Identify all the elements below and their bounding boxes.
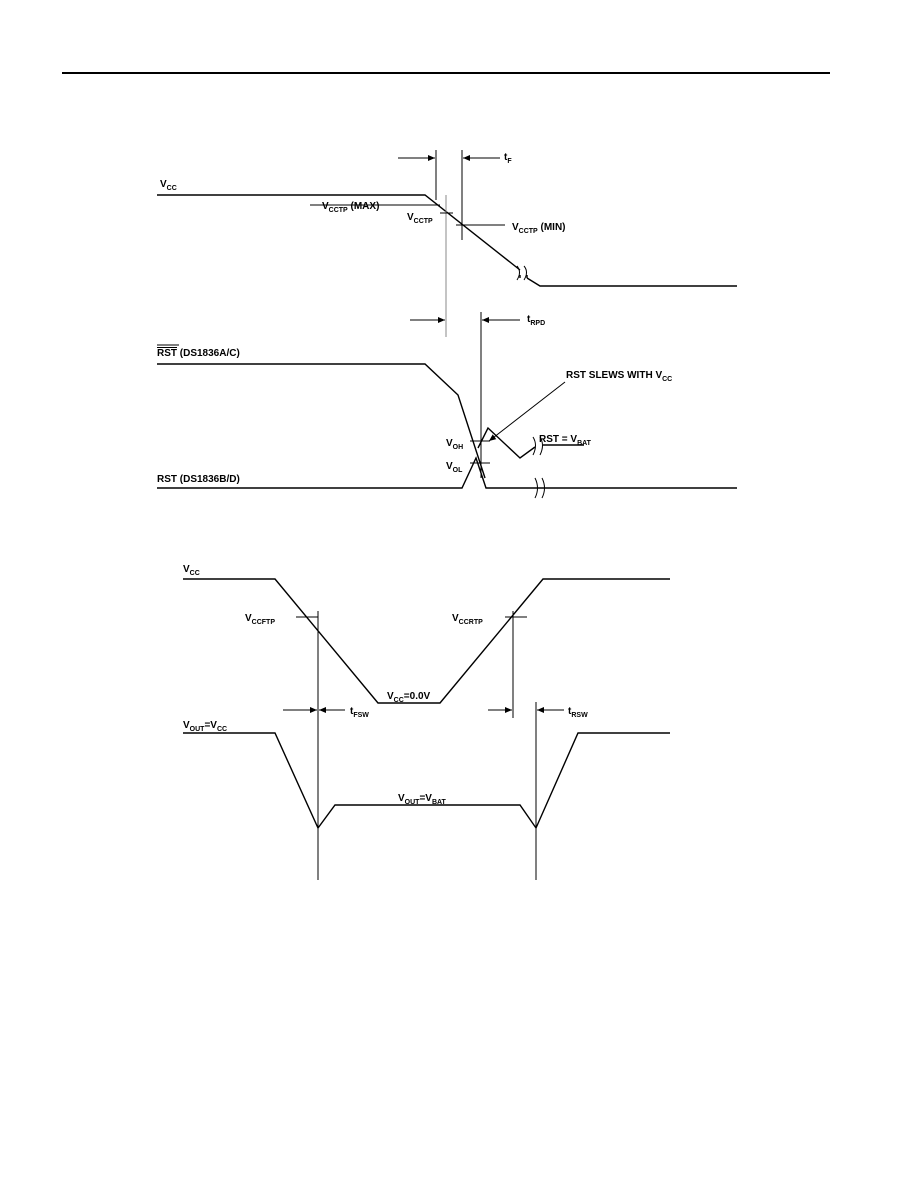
vol-label: VOL <box>446 461 463 474</box>
vcc-waveform <box>157 194 521 271</box>
rst-break-symbol <box>534 477 545 499</box>
battery-switchover-timing-diagram: VCC VCCFTP VCCRTP VCC=0.0V tFSW tRSW VOU… <box>183 564 670 880</box>
rst-bar-label: RST (DS1836A/C) <box>157 348 240 359</box>
vccrtp-label: VCCRTP <box>452 613 483 626</box>
vcc-break-symbol <box>516 265 527 281</box>
vcc-break-mark <box>519 275 528 278</box>
trpd-label: tRPD <box>527 314 545 327</box>
rst-label: RST (DS1836B/D) <box>157 474 240 485</box>
vcctp-min-label: VCCTP (MIN) <box>512 222 566 235</box>
vout-waveform <box>183 732 670 830</box>
vcctp-label: VCCTP <box>407 212 433 225</box>
rst-bar-break-symbol <box>532 436 543 456</box>
vout-vcc-label: VOUT=VCC <box>183 720 227 733</box>
rst-waveform <box>157 456 737 489</box>
rst-slews-arrow <box>488 381 566 442</box>
rst-slews-label: RST SLEWS WITH VCC <box>566 370 672 383</box>
voh-label: VOH <box>446 438 463 451</box>
vcc-switchover-waveform <box>183 578 670 704</box>
tf-label: tF <box>504 152 512 165</box>
vcc-switchover-label: VCC <box>183 564 200 577</box>
rst-slew-waveform <box>477 426 536 459</box>
vcctp-max-label: VCCTP (MAX) <box>322 201 379 214</box>
vccftp-label: VCCFTP <box>245 613 275 626</box>
vout-vbat-label: VOUT=VBAT <box>398 793 447 806</box>
power-down-timing-diagram: VCC VCCTP (MAX) VCCTP VCCTP (MIN) tF tRP… <box>157 150 737 499</box>
vcc-label: VCC <box>160 179 177 192</box>
rst-vbat-label: RST = VBAT <box>539 434 592 447</box>
trsw-label: tRSW <box>568 706 588 719</box>
vcc-zero-label: VCC=0.0V <box>387 691 431 704</box>
vcc-waveform-tail <box>526 277 737 287</box>
rst-bar-waveform <box>157 363 486 479</box>
tfsw-label: tFSW <box>350 706 369 719</box>
